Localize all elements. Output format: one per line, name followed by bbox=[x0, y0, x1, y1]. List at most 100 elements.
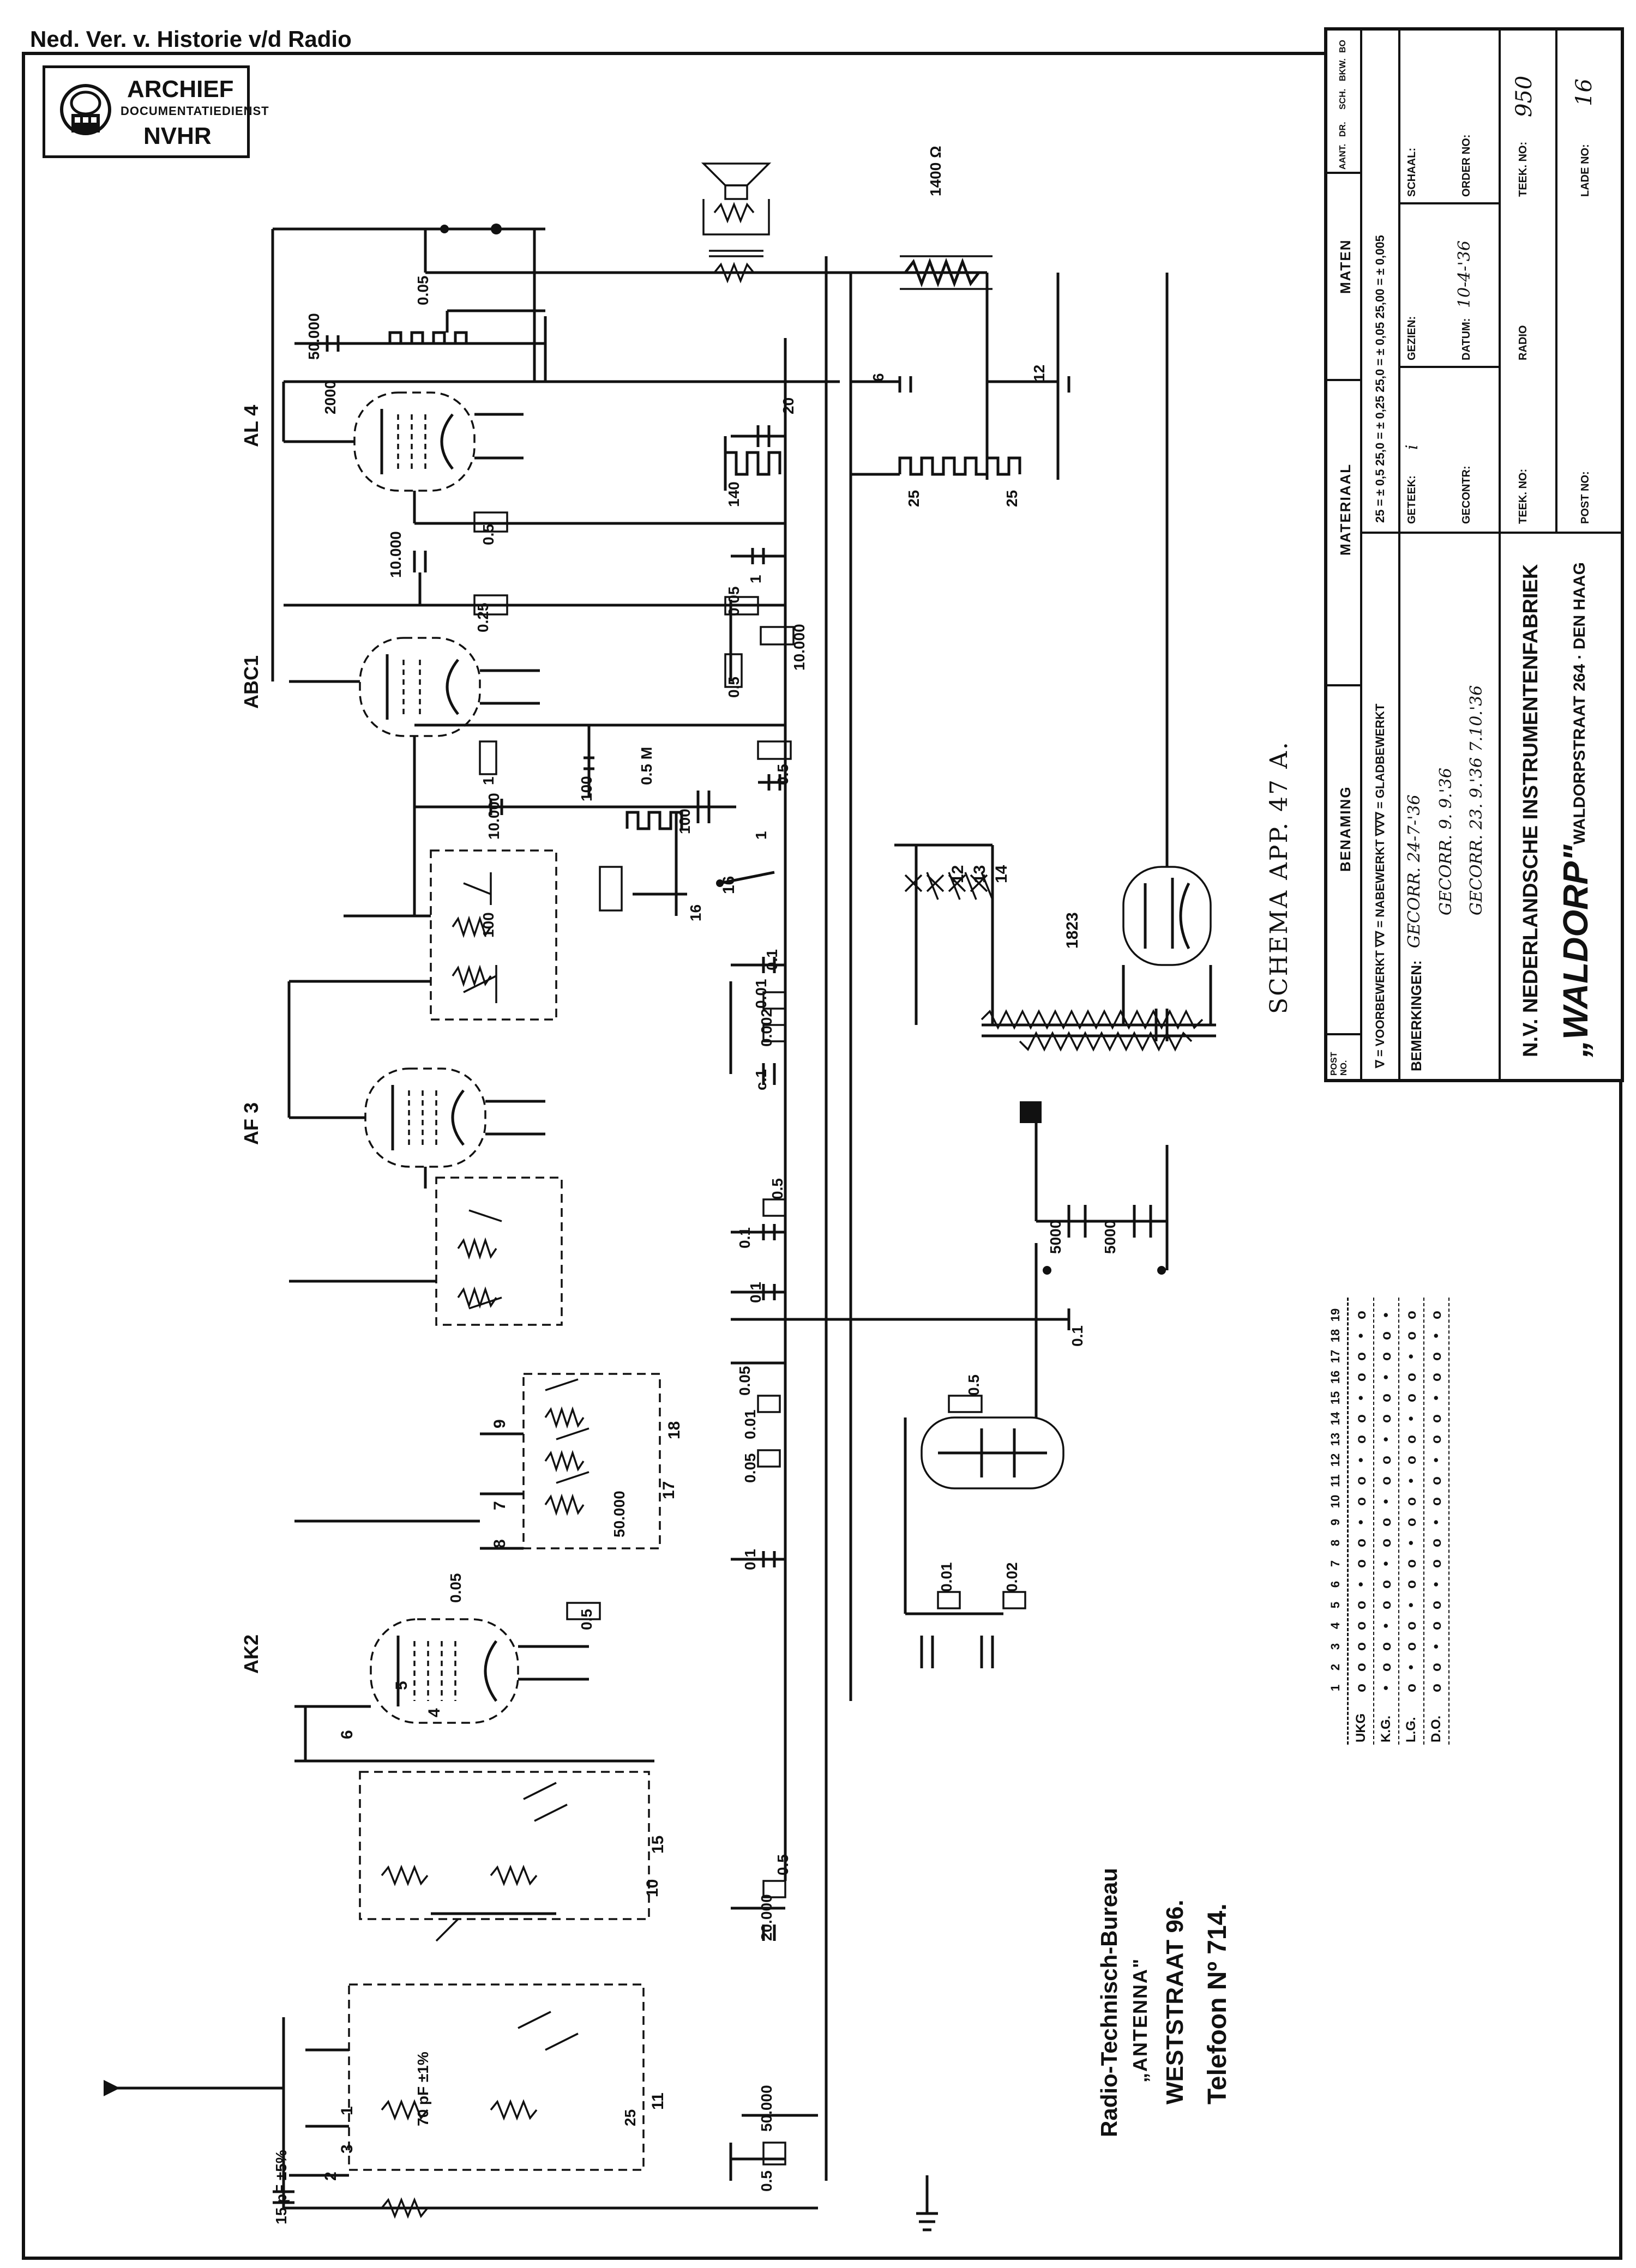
component-value-label: 0.1 bbox=[742, 1549, 759, 1570]
component-value-label: 1 bbox=[480, 776, 497, 785]
legend-text: ∇ = VOORBEWERKT ∇∇ = NABEWERKT ∇∇∇ = GLA… bbox=[1373, 703, 1387, 1068]
switch-table-cell: o bbox=[1403, 1559, 1419, 1568]
switch-number-label: 8 bbox=[491, 1539, 509, 1548]
switch-table-cell: o bbox=[1403, 1684, 1419, 1692]
switch-table-col-header: 8 bbox=[1328, 1539, 1342, 1547]
tube-label-1823: 1823 bbox=[1063, 912, 1081, 949]
ground-icon bbox=[916, 2175, 938, 2231]
switch-table-col-header: 4 bbox=[1328, 1622, 1342, 1630]
corr-line-1: GECORR. 9. 9.'36 bbox=[1436, 768, 1455, 915]
component-value-label: 0.1 bbox=[763, 949, 780, 970]
switch-table-cell: • bbox=[1428, 1582, 1444, 1587]
switch-table-cell: o bbox=[1378, 1476, 1394, 1485]
switch-table-cell: o bbox=[1428, 1663, 1444, 1672]
switch-table-cell: o bbox=[1352, 1352, 1369, 1361]
switch-bank-icon bbox=[894, 843, 988, 892]
switch-number-label: 16 bbox=[720, 876, 738, 894]
switch-table-cell: o bbox=[1403, 1621, 1419, 1630]
switch-table-cell: o bbox=[1428, 1684, 1444, 1692]
component-value-label: 0.25 bbox=[474, 602, 491, 633]
switch-table-cell: o bbox=[1352, 1311, 1369, 1319]
switch-table-col-header: 13 bbox=[1328, 1432, 1342, 1446]
nvhr-logo-icon bbox=[60, 84, 111, 135]
dealer-line1: Radio-Technisch-Bureau bbox=[1096, 1868, 1122, 2137]
component-value-label: 0.01 bbox=[938, 1562, 955, 1593]
col-benaming: BENAMING bbox=[1337, 786, 1354, 872]
switch-table-cell: o bbox=[1403, 1497, 1419, 1506]
switch-number-label: 4 bbox=[425, 1708, 443, 1717]
switch-table-row-label: L.G. bbox=[1404, 1717, 1418, 1742]
component-value-label: 0.5 bbox=[480, 524, 497, 545]
component-value-label: 0.05 bbox=[742, 1453, 759, 1483]
corr-line-2: GECORR. 23. 9.'36 7.10.'36 bbox=[1467, 685, 1486, 915]
society-name: Ned. Ver. v. Historie v/d Radio bbox=[30, 26, 352, 52]
switch-table-cell: o bbox=[1378, 1642, 1394, 1651]
col-maten: MATEN bbox=[1337, 239, 1354, 294]
component-value-label: 0.01 bbox=[753, 979, 769, 1009]
switch-table-col-header: 12 bbox=[1328, 1453, 1342, 1467]
stamp-line3: NVHR bbox=[143, 123, 212, 149]
component-value-label: 10.000 bbox=[485, 793, 502, 840]
radio-label: RADIO bbox=[1517, 325, 1529, 360]
tube-label-ak2: AK2 bbox=[240, 1634, 262, 1674]
schema-title: SCHEMA APP. 47 A. bbox=[1265, 740, 1293, 1014]
title-block-header-row: POST NO. BENAMING MATERIAAL MATEN AANT. … bbox=[1327, 31, 1362, 1079]
switch-table-col-header: 5 bbox=[1328, 1601, 1342, 1609]
switch-table-cell: o bbox=[1352, 1539, 1369, 1547]
component-value-label: 25 bbox=[622, 2109, 639, 2126]
switch-table-cell: o bbox=[1378, 1518, 1394, 1527]
title-block: POST NO. BENAMING MATERIAAL MATEN AANT. … bbox=[1324, 27, 1624, 1082]
switch-table-cell: o bbox=[1403, 1394, 1419, 1402]
switch-table-cell: • bbox=[1378, 1437, 1394, 1442]
lade-no-label: LADE NO: bbox=[1579, 144, 1591, 197]
component-value-label: 0.5 bbox=[725, 677, 742, 698]
switch-table-cell: o bbox=[1428, 1373, 1444, 1382]
switch-number-label: 18 bbox=[665, 1421, 683, 1439]
switch-table-cell: o bbox=[1352, 1476, 1369, 1485]
col-materiaal: MATERIAAL bbox=[1337, 463, 1354, 556]
switch-number-label: 13 bbox=[971, 865, 989, 883]
component-value-label: 50.000 bbox=[611, 1491, 628, 1537]
component-value-label: 140 bbox=[725, 481, 742, 507]
component-value-label: 1 bbox=[747, 575, 764, 583]
switch-table-col-header: 11 bbox=[1328, 1474, 1342, 1487]
switch-table-cell: o bbox=[1378, 1663, 1394, 1672]
geteek-value: i bbox=[1403, 444, 1422, 450]
component-value-label: 0.1 bbox=[1069, 1325, 1086, 1347]
switch-table-cell: • bbox=[1403, 1540, 1419, 1546]
switch-number-label: 7 bbox=[491, 1501, 509, 1510]
switch-table-cell: o bbox=[1378, 1394, 1394, 1402]
dealer-line4: Telefoon Nº 714. bbox=[1203, 1903, 1232, 2104]
switch-table-col-header: 10 bbox=[1328, 1494, 1342, 1509]
tube-ak2-icon bbox=[370, 1618, 519, 1724]
gecontr-label: GECONTR: bbox=[1460, 466, 1472, 524]
switch-table-cell: o bbox=[1428, 1539, 1444, 1547]
switch-number-label: 11 bbox=[649, 2092, 667, 2110]
switch-table-cell: o bbox=[1403, 1435, 1419, 1444]
company-line-2: „WALDORP" bbox=[1556, 845, 1595, 1057]
component-value-label: 100 bbox=[676, 809, 693, 834]
component-value-label: 0.05 bbox=[725, 586, 742, 617]
switch-table-cell: o bbox=[1428, 1559, 1444, 1568]
switch-table-cell: o bbox=[1428, 1414, 1444, 1423]
switch-table-cell: o bbox=[1352, 1497, 1369, 1506]
switch-table-cell: o bbox=[1352, 1663, 1369, 1672]
teek-no-label: TEEK. NO: bbox=[1517, 468, 1529, 524]
switch-table-cell: • bbox=[1428, 1519, 1444, 1525]
bemerkingen-label: BEMERKINGEN: bbox=[1408, 960, 1424, 1071]
title-block-post-row: POST NO: LADE NO: 16 bbox=[1557, 31, 1621, 532]
switch-table-cell: o bbox=[1352, 1642, 1369, 1651]
component-value-label: 100 bbox=[578, 776, 595, 801]
component-value-label: 5000 bbox=[1047, 1220, 1064, 1254]
switch-number-label: 15 bbox=[649, 1835, 667, 1854]
component-value-label: 5000 bbox=[1102, 1220, 1118, 1254]
switch-table-cell: o bbox=[1378, 1456, 1394, 1464]
switch-table-cell: • bbox=[1378, 1623, 1394, 1628]
gezien-label: GEZIEN: bbox=[1406, 316, 1418, 360]
